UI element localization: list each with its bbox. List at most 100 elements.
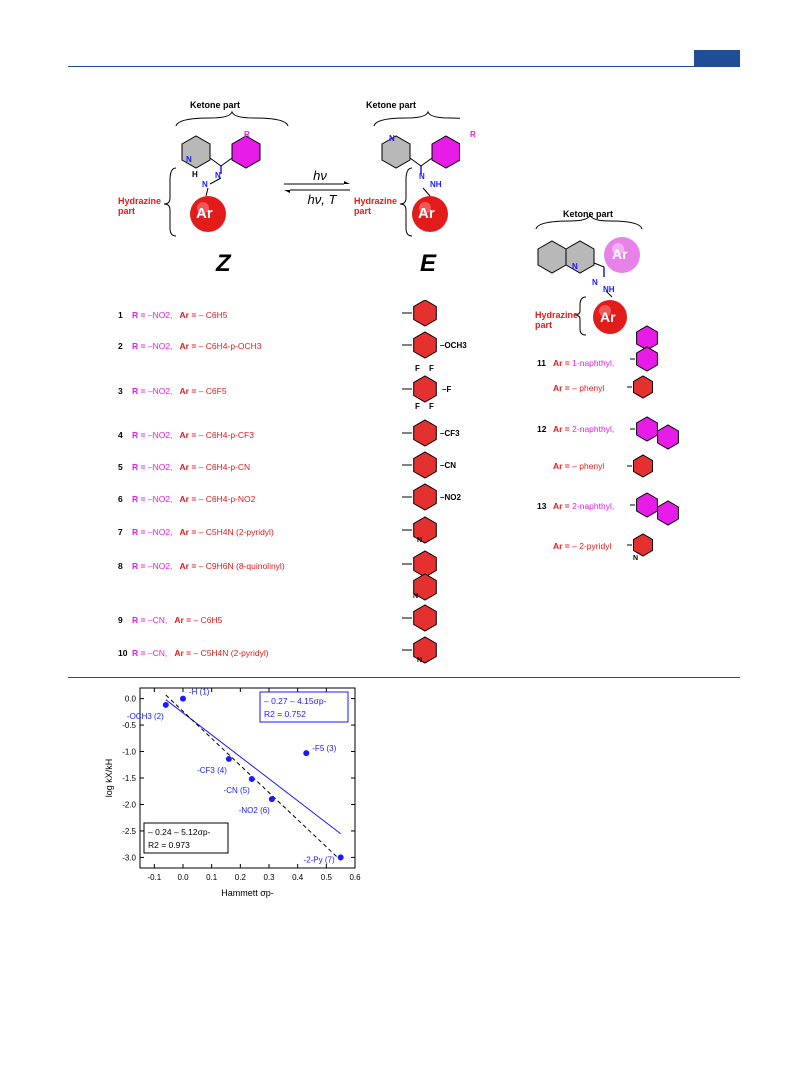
y-tick-label: -0.5 [122,721,136,730]
r-prefix: R = [132,341,146,351]
x-tick-label: 0.5 [321,873,333,882]
compound-number: 9 [118,615,123,625]
e-hydrazine-nh: NH [430,180,442,189]
z-ar-ball: Ar [196,205,213,222]
ar-prefix: Ar = [179,386,197,396]
x-tick-label: -0.1 [147,873,161,882]
y-tick-label: -1.5 [122,774,136,783]
ar-value: – C6F5 [198,386,227,396]
quinoline-ar-ball: Ar [612,246,628,262]
ketone-part-label-quinoline: Ketone part [563,209,614,219]
aryl-ring [413,636,437,664]
phenyl-ring [633,454,653,478]
y-tick-label: -3.0 [122,853,136,862]
compound-number: 11 [537,358,546,368]
compound-number: 3 [118,386,123,396]
ar-value: – C5H4N (2-pyridyl) [193,648,269,658]
ar2-value: – phenyl [572,383,605,393]
point-label: -H (1) [189,688,210,697]
r-prefix: R = [132,494,146,504]
r-value: –NO2, [147,561,173,571]
fit-equation: – 0.24 – 5.12σp- [148,827,211,837]
fluorine-label: F [415,402,420,411]
substituent-label: –CF3 [440,429,460,438]
aryl-ring [413,550,437,578]
header-rule [68,66,740,67]
data-point [303,750,310,757]
quinoline-imine-n: N [592,278,598,287]
aryl-ring [413,375,437,403]
r-value: –NO2, [147,430,173,440]
fluorine-label: –F [442,385,451,394]
point-label: -CF3 (4) [197,766,227,775]
quinoline-second-ring [413,573,437,601]
quinoline-scheme [535,215,643,336]
x-tick-label: 0.0 [177,873,189,882]
e-pyridine-n: N [389,134,395,143]
ar-value: – C6H4-p-NO2 [198,494,256,504]
ar-prefix: Ar = [179,527,197,537]
ar-prefix: Ar = [553,501,570,511]
aryl-ring [413,483,437,511]
quinoline-compound-ar2-11: Ar = – phenyl [553,383,604,393]
ar-prefix: Ar = [174,615,192,625]
ar-prefix: Ar = [179,494,197,504]
aryl-ring [413,516,437,544]
substituent-label: –CN [440,461,456,470]
naphthyl-ring [636,492,658,518]
r-prefix: R = [132,430,146,440]
point-label: -CN (5) [224,786,251,795]
fit-equation: – 0.27 – 4.15σp- [264,696,327,706]
pyridyl-n: N [633,555,638,562]
x-tick-label: 0.4 [292,873,304,882]
fluorine-label: F [415,364,420,373]
data-point [248,776,255,783]
aryl-ring [413,300,437,327]
r-value: –NO2, [147,527,173,537]
data-point [268,796,275,803]
ar-prefix: Ar = [553,424,570,434]
fit-r-squared: R2 = 0.752 [264,709,306,719]
quinoline-ar-ball-2: Ar [600,309,616,325]
ar-value: – C6H4-p-OCH3 [198,341,262,351]
r-prefix: R = [132,561,146,571]
data-point [162,701,169,708]
quinoline-n: N [572,262,578,271]
e-imine-n: N [419,172,425,181]
z-r-label: R [244,130,250,139]
fit-box-excluding-f5: – 0.24 – 5.12σp- R2 = 0.973 [143,822,229,854]
r-prefix: R = [132,462,146,472]
naphthyl-ring [636,325,658,351]
fit-r-squared: R2 = 0.973 [148,840,190,850]
r-value: –NO2, [147,494,173,504]
point-label: -2-Py (7) [304,855,335,864]
z-h-label: H [192,170,198,179]
aryl-ring [413,451,437,479]
compound-number: 5 [118,462,123,472]
compound-number: 12 [537,424,547,434]
ar-prefix: Ar = [553,541,570,551]
pyridyl-ring [633,533,653,557]
aryl-ring [413,331,437,359]
naphthyl-ring [636,416,658,442]
r-prefix: R = [132,310,146,320]
ar-prefix: Ar = [553,461,570,471]
y-tick-label: -2.0 [122,800,136,809]
ar1-value: 1-naphthyl, [572,358,615,368]
x-tick-label: 0.1 [206,873,218,882]
fit-line-all [165,699,341,835]
isomerization-scheme [163,110,460,237]
y-tick-label: 0.0 [125,695,137,704]
